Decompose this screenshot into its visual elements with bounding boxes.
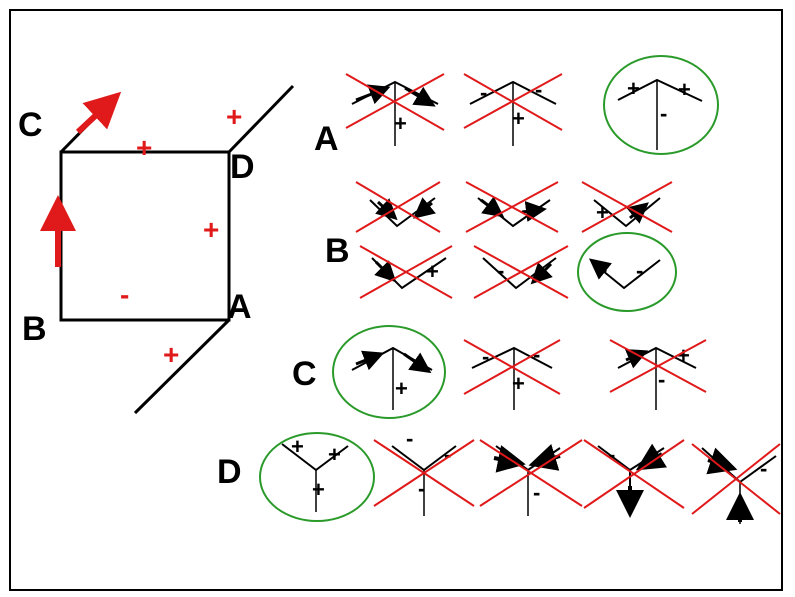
junction-sign: + xyxy=(627,76,640,101)
junction-sign: - xyxy=(480,80,487,105)
junction-option: - xyxy=(473,245,569,299)
reject-cross xyxy=(609,339,707,393)
occluding-arrow-c xyxy=(75,91,122,135)
junction-option: - xyxy=(691,443,781,524)
reject-cross xyxy=(473,245,569,299)
row-d-options: + + + - - - - - xyxy=(259,426,781,524)
junction-option xyxy=(465,181,559,233)
junction-option: - - - xyxy=(373,426,475,516)
reject-cross xyxy=(463,339,561,395)
reject-cross xyxy=(359,245,453,299)
object-figure: C D B A + + - + + xyxy=(18,84,295,415)
junction-sign: - xyxy=(533,480,540,505)
junction-sign: - xyxy=(535,77,542,102)
junction-option: - xyxy=(577,232,677,312)
lower-diagonal-edge xyxy=(133,318,231,415)
accept-circle xyxy=(332,325,446,419)
row-c-options: + - - + + - xyxy=(332,325,707,419)
accept-circle xyxy=(603,55,719,155)
junction-sign: + xyxy=(394,111,407,136)
row-label-c: C xyxy=(292,355,317,393)
edge-sign-right: + xyxy=(203,214,219,245)
reject-cross xyxy=(465,181,559,233)
junction-sign: - xyxy=(760,456,767,481)
junction-sign: + xyxy=(678,77,691,102)
junction-sign: + xyxy=(677,343,690,368)
junction-sign: + xyxy=(512,106,525,131)
junction-option: - xyxy=(583,439,685,518)
row-label-d: D xyxy=(217,453,242,491)
junction-sign: + xyxy=(426,259,439,284)
junction-option: + xyxy=(345,73,445,146)
row-label-b: B xyxy=(325,232,350,270)
accept-circle xyxy=(577,232,677,312)
reject-cross xyxy=(581,181,673,233)
reject-cross xyxy=(463,73,563,129)
junction-sign: + xyxy=(312,477,325,502)
junction-option: + xyxy=(581,181,673,233)
vertex-label-d: D xyxy=(230,148,255,186)
junction-option: - xyxy=(479,439,583,516)
junction-sign: - xyxy=(636,258,643,283)
edge-sign-lower-diagonal: + xyxy=(163,339,179,370)
vertex-label-c: C xyxy=(18,106,43,144)
outer-frame xyxy=(9,9,783,591)
reject-cross xyxy=(691,443,781,515)
junction-option: - - + xyxy=(463,73,563,146)
junction-sign: - xyxy=(406,426,413,451)
junction-sign: - xyxy=(444,442,451,467)
accept-circle xyxy=(259,432,375,522)
junction-option: + + - xyxy=(603,55,719,155)
junction-sign: + xyxy=(512,371,525,396)
junction-sign: - xyxy=(497,258,504,283)
row-label-a: A xyxy=(314,120,339,158)
junction-option: - - + xyxy=(463,339,561,410)
reject-cross xyxy=(373,439,475,507)
junction-sign: + xyxy=(291,434,304,459)
reject-cross xyxy=(479,439,583,507)
edge-sign-upper-diagonal: + xyxy=(226,101,242,132)
junction-option: + xyxy=(332,325,446,419)
edge-sign-bottom: - xyxy=(120,279,129,310)
vertex-label-a: A xyxy=(227,288,252,326)
edge-sign-top: + xyxy=(136,132,152,163)
row-a-options: + - - + + + - xyxy=(345,55,719,155)
reject-cross xyxy=(583,439,685,509)
junction-sign: - xyxy=(482,344,489,369)
junction-sign: - xyxy=(658,367,665,392)
vertex-label-b: B xyxy=(22,310,47,348)
junction-sign: + xyxy=(395,376,408,401)
junction-sign: - xyxy=(660,101,667,126)
reject-cross xyxy=(355,181,441,233)
junction-option: + + + xyxy=(259,432,375,522)
junction-sign: + xyxy=(328,442,341,467)
reject-cross xyxy=(345,73,445,129)
junction-option: + - xyxy=(609,339,707,410)
junction-option: + xyxy=(359,245,453,299)
junction-sign: - xyxy=(608,442,615,467)
junction-option xyxy=(355,181,441,233)
upper-diagonal-edge xyxy=(227,84,295,154)
junction-sign: - xyxy=(418,476,425,501)
junction-sign: - xyxy=(533,342,540,367)
row-b-options: + + - - xyxy=(355,181,677,312)
